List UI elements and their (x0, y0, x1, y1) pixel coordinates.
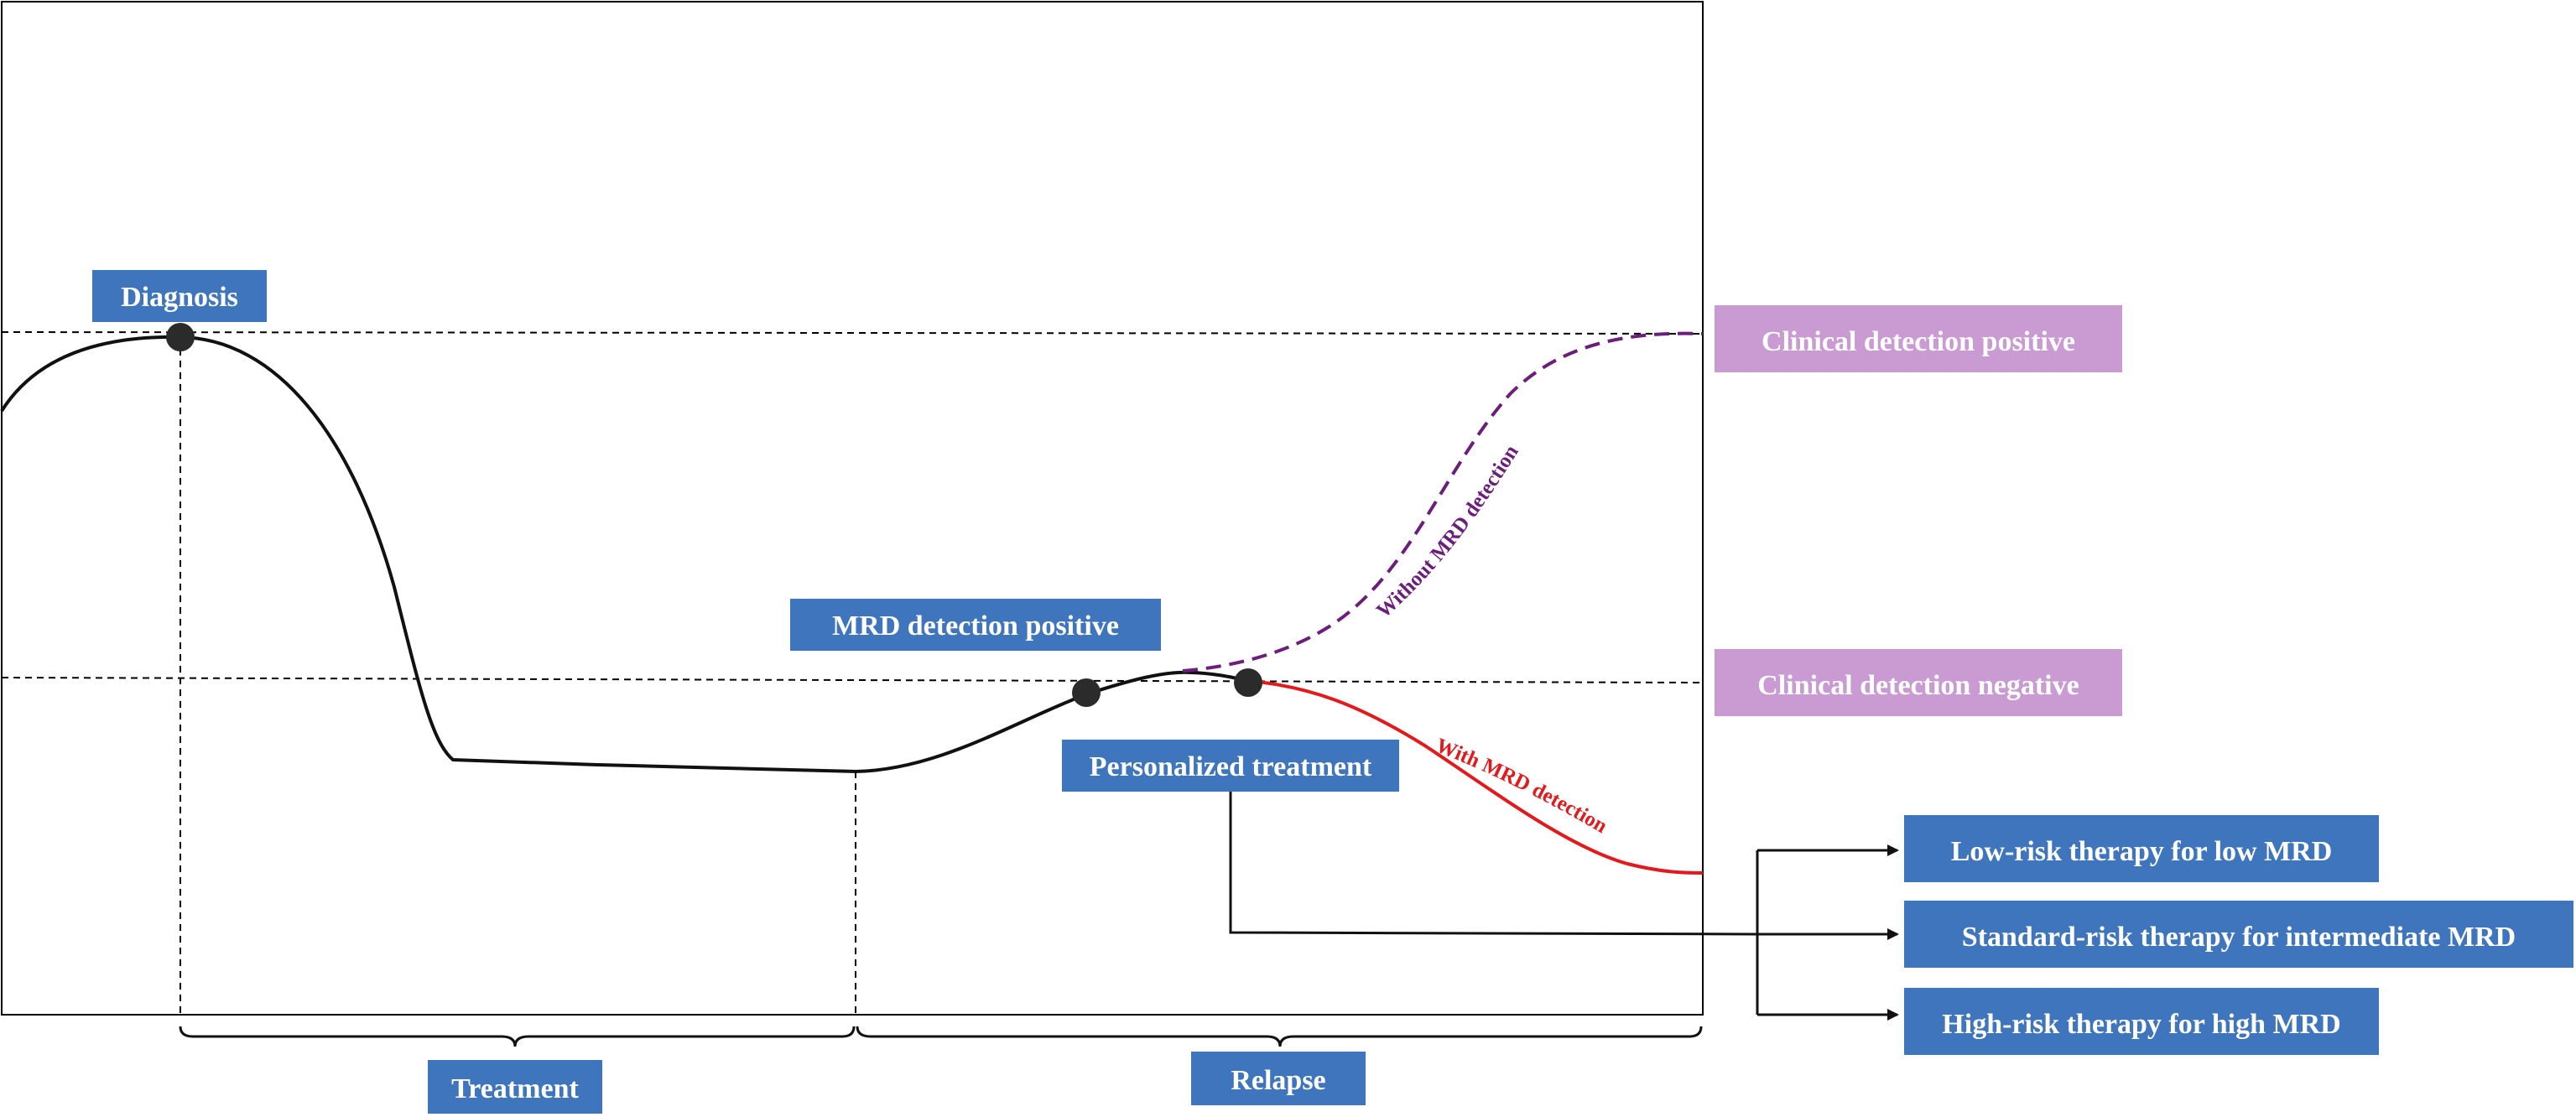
without-mrd-label: Without MRD detection (1372, 441, 1523, 622)
therapy-high-risk-box: High-risk therapy for high MRD (1904, 988, 2379, 1055)
clinical-positive-label: Clinical detection positive (1762, 326, 2075, 357)
relapse-label-box: Relapse (1191, 1052, 1366, 1105)
personalized-treatment-label-box: Personalized treatment (1062, 740, 1399, 792)
therapy-standard-risk-label: Standard-risk therapy for intermediate M… (1962, 922, 2516, 953)
plot-frame (1, 1, 1704, 1016)
personalized-treatment-label: Personalized treatment (1090, 751, 1372, 782)
personalized-connector (1229, 792, 1758, 936)
mrd-positive-label: MRD detection positive (832, 610, 1119, 642)
therapy-low-risk-label: Low-risk therapy for low MRD (1951, 836, 2333, 867)
clinical-positive-label-box: Clinical detection positive (1715, 305, 2122, 372)
mrd-positive-label-box: MRD detection positive (790, 599, 1161, 651)
therapy-high-risk-label: High-risk therapy for high MRD (1942, 1009, 2340, 1040)
clinical-negative-label: Clinical detection negative (1757, 670, 2079, 701)
relapse-brace (856, 1026, 1703, 1047)
relapse-label: Relapse (1231, 1065, 1325, 1096)
treatment-label-box: Treatment (428, 1060, 602, 1114)
clinical-positive-threshold-line (1, 331, 1704, 335)
with-mrd-label: With MRD detection (1433, 734, 1611, 838)
clinical-negative-threshold-line (1, 677, 1704, 683)
therapy-standard-risk-box: Standard-risk therapy for intermediate M… (1904, 901, 2573, 968)
treatment-brace (179, 1026, 856, 1047)
disease-burden-curve (0, 335, 1251, 774)
therapy-low-risk-box: Low-risk therapy for low MRD (1904, 815, 2379, 882)
diagnosis-label-box: Diagnosis (92, 270, 267, 322)
without-mrd-curve (1182, 331, 1704, 673)
with-mrd-curve (1248, 1, 1627, 775)
treatment-label: Treatment (451, 1073, 579, 1104)
clinical-negative-label-box: Clinical detection negative (1715, 649, 2122, 716)
diagnosis-label: Diagnosis (121, 282, 238, 313)
with-mrd-curve-line (1247, 679, 1704, 875)
personalized-treatment-point (1234, 668, 1262, 697)
mrd-positive-point (1072, 678, 1101, 707)
diagnosis-point (166, 323, 195, 351)
